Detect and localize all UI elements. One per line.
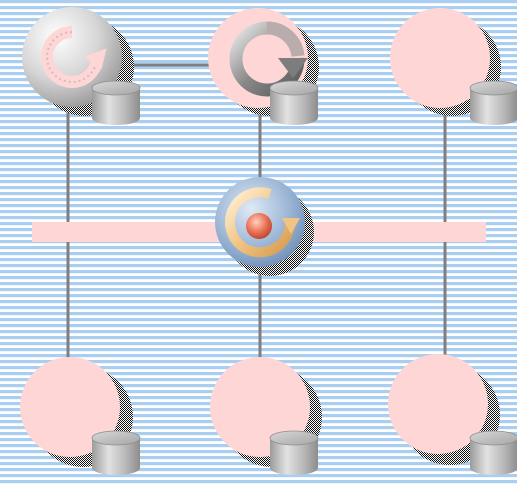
database-icon [269, 80, 319, 126]
database-icon [269, 430, 319, 476]
sync-icon [229, 21, 308, 97]
node-bottom-right[interactable] [388, 354, 517, 476]
database-icon [469, 430, 517, 476]
central-hub[interactable] [215, 177, 314, 276]
node-bottom-left[interactable] [20, 357, 141, 476]
node-circle [388, 354, 488, 454]
database-icon [91, 80, 141, 126]
node-circle [22, 7, 122, 107]
node-top-left[interactable] [22, 7, 141, 126]
node-bottom-center[interactable] [210, 357, 322, 476]
node-top-center[interactable] [208, 8, 319, 126]
node-circle [390, 8, 490, 108]
sync-icon [41, 26, 107, 88]
database-icon [469, 80, 517, 126]
database-icon [91, 430, 141, 476]
hub-sync-icon [225, 187, 300, 258]
node-top-right[interactable] [390, 8, 517, 126]
node-circle [20, 357, 120, 457]
